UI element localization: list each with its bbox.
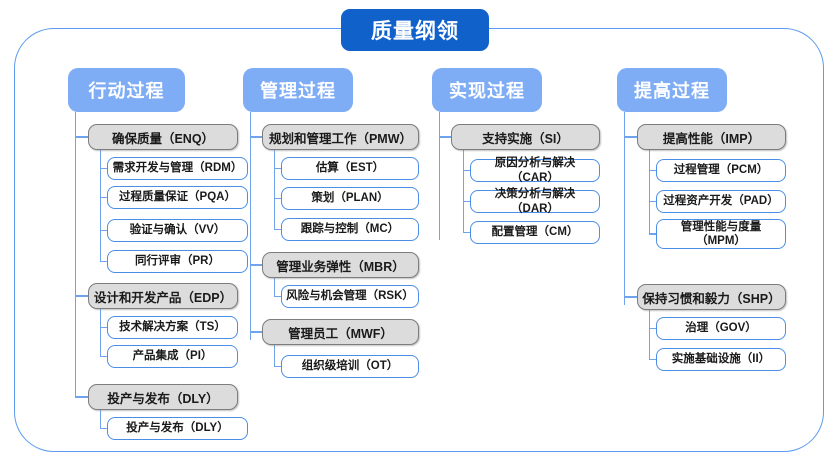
leaf-box[interactable]: 风险与机会管理（RSK）: [281, 285, 419, 308]
column-header-col-realize[interactable]: 实现过程: [432, 68, 542, 112]
leaf-box[interactable]: 同行评审（PR）: [107, 250, 248, 273]
connector-group-to-leaf: [649, 233, 656, 235]
branch-line: [463, 150, 465, 233]
leaf-box[interactable]: 估算（EST）: [281, 157, 419, 180]
leaf-box[interactable]: 过程质量保证（PQA）: [107, 186, 248, 209]
connector-group-to-leaf: [463, 169, 470, 172]
root-title-node[interactable]: 质量纲领: [341, 9, 489, 51]
trunk-line-col-manage: [250, 112, 252, 340]
group-box[interactable]: 管理员工（MWF）: [262, 319, 419, 345]
group-box[interactable]: 确保质量（ENQ）: [88, 124, 238, 150]
leaf-box[interactable]: 原因分析与解决（CAR）: [470, 157, 600, 184]
connector-group-to-leaf: [100, 229, 107, 232]
branch-line: [100, 150, 102, 262]
group-box[interactable]: 管理业务弹性（MBR）: [262, 252, 419, 278]
branch-line: [649, 150, 651, 234]
connector-group-to-leaf: [274, 295, 281, 298]
connector-trunk-to-group: [75, 295, 88, 297]
leaf-box[interactable]: 投产与发布（DLY）: [107, 417, 248, 440]
connector-group-to-leaf: [649, 358, 656, 361]
connector-trunk-to-group: [75, 136, 88, 138]
connector-group-to-leaf: [100, 427, 107, 430]
trunk-line-col-improve: [624, 112, 626, 305]
leaf-box[interactable]: 需求开发与管理（RDM）: [107, 157, 248, 180]
trunk-line-col-action: [75, 112, 77, 396]
connector-group-to-leaf: [100, 355, 107, 358]
branch-line: [100, 410, 102, 429]
connector-trunk-to-group: [75, 396, 88, 398]
connector-group-to-leaf: [100, 167, 107, 170]
connector-group-to-leaf: [274, 365, 281, 368]
branch-line: [649, 310, 651, 360]
group-box[interactable]: 保持习惯和毅力（SHP）: [637, 284, 786, 310]
leaf-box[interactable]: 配置管理（CM）: [470, 221, 600, 244]
branch-line: [100, 309, 102, 357]
group-box[interactable]: 投产与发布（DLY）: [88, 384, 238, 410]
leaf-box[interactable]: 跟踪与控制（MC）: [281, 218, 419, 241]
group-box[interactable]: 提高性能（IMP）: [637, 124, 786, 150]
leaf-box[interactable]: 实施基础设施（II）: [656, 348, 786, 371]
connector-group-to-leaf: [649, 169, 656, 172]
branch-line: [274, 150, 276, 230]
connector-group-to-leaf: [274, 197, 281, 200]
connector-group-to-leaf: [649, 327, 656, 330]
connector-group-to-leaf: [274, 228, 281, 231]
connector-group-to-leaf: [649, 200, 656, 203]
branch-line: [274, 278, 276, 297]
connector-group-to-leaf: [274, 167, 281, 170]
leaf-box[interactable]: 产品集成（PI）: [107, 345, 238, 368]
connector-group-to-leaf: [100, 326, 107, 329]
trunk-line-col-realize: [439, 112, 441, 240]
leaf-box[interactable]: 过程管理（PCM）: [656, 159, 786, 182]
leaf-box[interactable]: 验证与确认（VV）: [107, 219, 248, 242]
connector-trunk-to-group: [624, 136, 637, 138]
leaf-box[interactable]: 技术解决方案（TS）: [107, 316, 238, 339]
connector-group-to-leaf: [100, 260, 107, 263]
leaf-box[interactable]: 策划（PLAN）: [281, 187, 419, 210]
group-box[interactable]: 支持实施（SI）: [451, 124, 600, 150]
leaf-box[interactable]: 管理性能与度量（MPM）: [656, 219, 786, 249]
connector-trunk-to-group: [250, 264, 262, 266]
connector-trunk-to-group: [250, 331, 262, 333]
connector-group-to-leaf: [463, 200, 470, 203]
group-box[interactable]: 规划和管理工作（PMW）: [262, 124, 419, 150]
leaf-box[interactable]: 过程资产开发（PAD）: [656, 190, 786, 213]
connector-group-to-leaf: [100, 196, 107, 199]
connector-trunk-to-group: [439, 136, 451, 138]
leaf-box[interactable]: 组织级培训（OT）: [281, 355, 419, 378]
column-header-col-manage[interactable]: 管理过程: [243, 68, 353, 112]
column-header-col-improve[interactable]: 提高过程: [617, 68, 727, 112]
leaf-box[interactable]: 决策分析与解决（DAR）: [470, 188, 600, 215]
connector-trunk-to-group: [250, 136, 262, 138]
group-box[interactable]: 设计和开发产品（EDP）: [88, 283, 238, 309]
branch-line: [274, 345, 276, 367]
leaf-box[interactable]: 治理（GOV）: [656, 317, 786, 340]
column-header-col-action[interactable]: 行动过程: [68, 68, 185, 112]
connector-trunk-to-group: [624, 296, 637, 298]
connector-group-to-leaf: [463, 231, 470, 234]
